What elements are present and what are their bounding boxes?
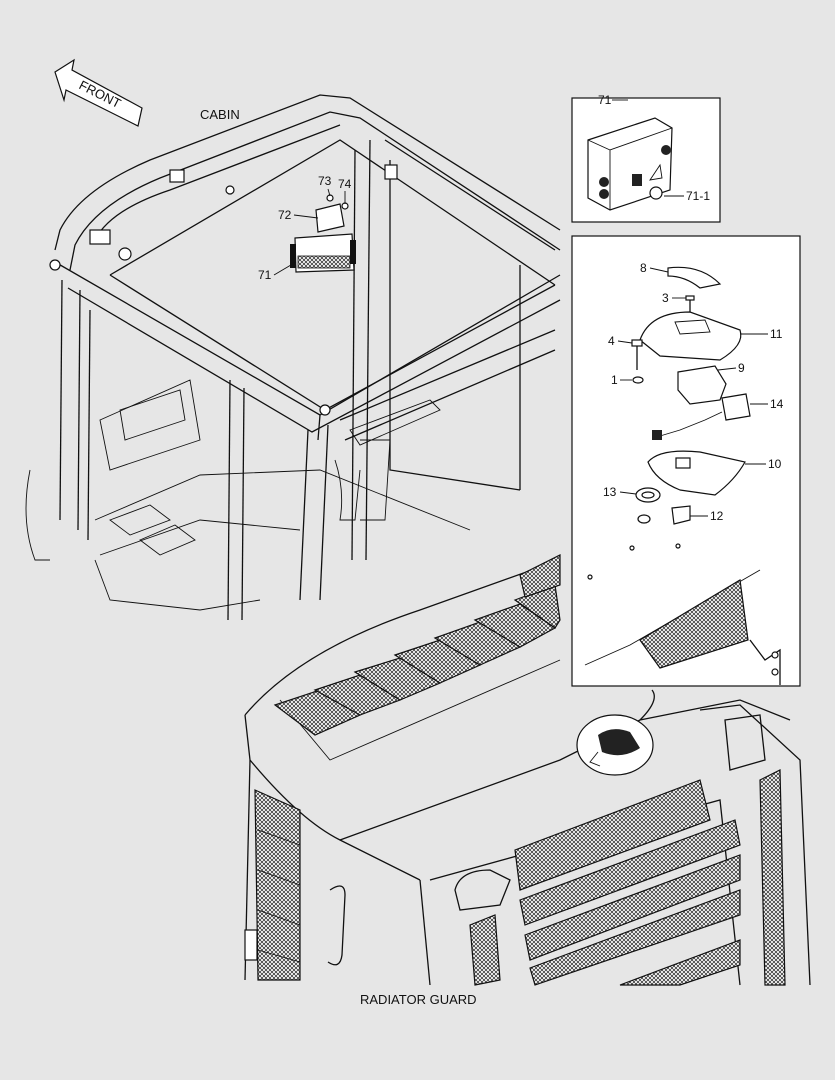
hood-vent-grille [273, 554, 561, 736]
side-grille [244, 789, 346, 981]
front-arrow-icon [54, 58, 143, 127]
callout-4: 4 [608, 334, 615, 348]
callout-74: 74 [338, 177, 352, 191]
callout-1: 1 [611, 373, 618, 387]
callout-3: 3 [662, 291, 669, 305]
cabin-frame [25, 94, 561, 621]
callout-73: 73 [318, 174, 332, 188]
callout-10: 10 [768, 457, 782, 471]
callout-9: 9 [738, 361, 745, 375]
callout-71-1: 71-1 [686, 189, 710, 203]
callout-14: 14 [770, 397, 784, 411]
radiator-guard-caption: RADIATOR GUARD [360, 992, 477, 1007]
inset-lamp-box [571, 97, 721, 223]
radiator-guard [454, 714, 786, 986]
callout-71: 71 [258, 268, 272, 282]
inset-71-title: 71 [598, 93, 612, 107]
callout-8: 8 [640, 261, 647, 275]
callout-72: 72 [278, 208, 292, 222]
callout-13: 13 [603, 485, 617, 499]
work-lamp-assembly [290, 194, 356, 273]
callout-11: 11 [770, 327, 783, 341]
callout-12: 12 [710, 509, 724, 523]
inset-beacon-box [571, 235, 801, 687]
cabin-caption: CABIN [200, 107, 240, 122]
beacon-location-bubble [576, 689, 655, 776]
